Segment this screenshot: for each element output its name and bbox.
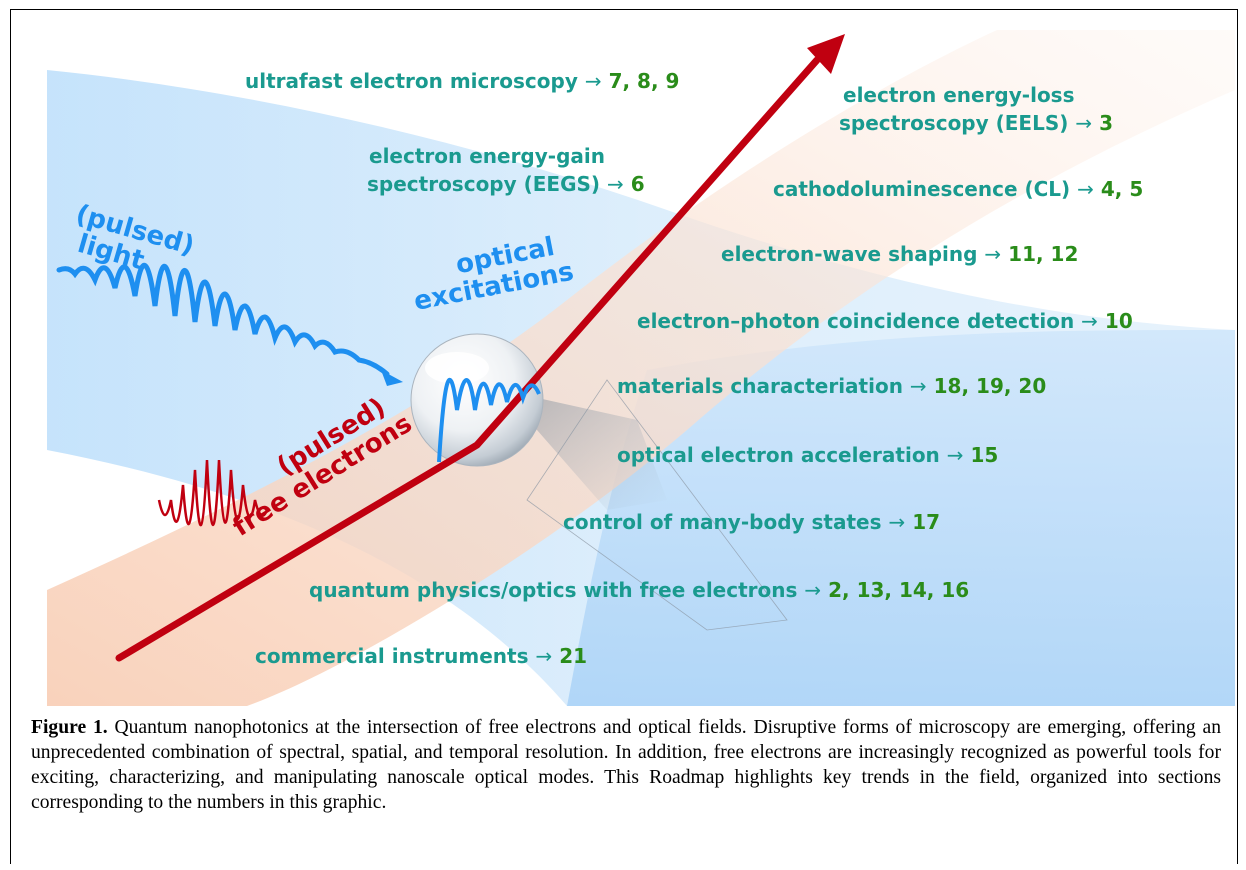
topic-eels-line1: electron energy-loss xyxy=(843,83,1075,107)
figure-frame: (pulsed) light optical excitations (puls… xyxy=(10,9,1238,864)
figure-graphic: (pulsed) light optical excitations (puls… xyxy=(47,30,1235,706)
topic-eegs-line1: electron energy-gain xyxy=(369,144,605,168)
topic-wave-shaping: electron-wave shaping → 11, 12 xyxy=(721,242,1079,266)
topic-coincidence: electron–photon coincidence detection → … xyxy=(637,309,1133,333)
topic-materials: materials characteriation → 18, 19, 20 xyxy=(617,374,1047,398)
figure-label: Figure 1. xyxy=(31,717,108,738)
caption-text: Quantum nanophotonics at the intersectio… xyxy=(31,717,1221,813)
background-art xyxy=(47,30,1235,706)
topic-many-body: control of many-body states → 17 xyxy=(563,510,941,534)
topic-ultrafast: ultrafast electron microscopy → 7, 8, 9 xyxy=(245,69,680,93)
topic-cl: cathodoluminescence (CL) → 4, 5 xyxy=(773,177,1144,201)
figure-caption: Figure 1. Quantum nanophotonics at the i… xyxy=(31,715,1221,815)
topic-commercial: commercial instruments → 21 xyxy=(255,644,588,668)
topic-quantum: quantum physics/optics with free electro… xyxy=(309,578,970,602)
topic-eegs-line2: spectroscopy (EEGS) → 6 xyxy=(367,172,645,196)
topic-eels-line2: spectroscopy (EELS) → 3 xyxy=(839,111,1113,135)
topic-acceleration: optical electron acceleration → 15 xyxy=(617,443,999,467)
